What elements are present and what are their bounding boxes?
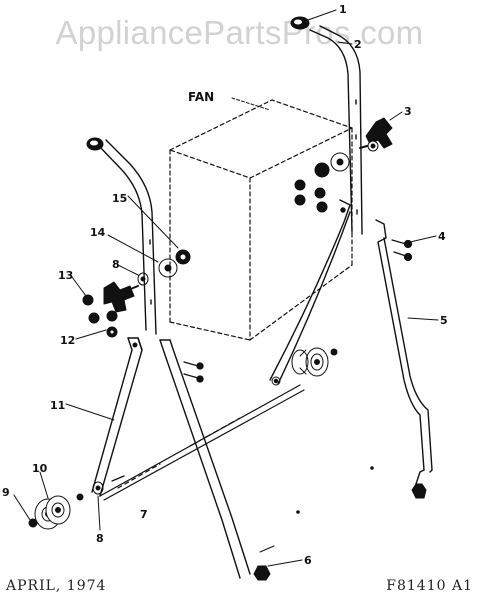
callout-8-upper: 8 [112,258,120,271]
part-5-rear-leg [375,219,433,485]
callout-5: 5 [440,314,448,327]
callout-11: 11 [50,399,65,412]
callout-8-lower: 8 [96,532,104,545]
callout-9: 9 [2,486,10,499]
part-left-handle [97,139,157,335]
part-1-cap [290,16,310,30]
part-3-knob [359,117,393,152]
rear-leg-foot [411,483,427,499]
callout-4: 4 [438,230,446,243]
part-8-upper-washer [137,272,149,286]
watermark-text: AppliancePartsPros.com [55,14,424,51]
bracket-bolts [183,361,204,383]
callout-leaders [13,9,439,567]
right-wheel [271,347,338,386]
left-handle-cap [86,137,104,151]
axle [99,384,305,501]
callout-2: 2 [354,38,362,51]
part-13-knob [82,281,139,313]
part-15-hub [175,249,191,265]
callout-1: 1 [339,3,347,16]
callout-7: 7 [140,508,148,521]
right-brace [269,199,351,385]
hidden-line-segment [259,545,275,553]
fan-housing [169,99,353,341]
part-12-nuts [88,310,118,338]
callout-10: 10 [32,462,48,475]
footer-diagram-code: F81410 A1 [386,578,473,594]
front-leg-right [159,339,251,579]
small-dot [370,466,374,470]
small-dot [296,510,300,514]
part-2-handle-right [309,25,363,235]
part-8-lower-washer [76,475,125,501]
fan-right-fasteners [294,152,350,213]
part-9-nut [28,518,38,528]
part-11-front-leg [91,337,143,497]
callout-12: 12 [60,334,75,347]
fan-leader [231,97,271,111]
callout-6: 6 [304,554,312,567]
callout-3: 3 [404,105,412,118]
part-10-wheel [34,495,71,530]
callout-13: 13 [58,269,73,282]
part-14-washer [158,258,178,278]
part-4-bolts [391,239,413,262]
callout-15: 15 [112,192,127,205]
part-6-foot [253,565,271,581]
callout-14: 14 [90,226,106,239]
footer-date: APRIL, 1974 [6,578,107,594]
fan-label: FAN [188,90,214,104]
